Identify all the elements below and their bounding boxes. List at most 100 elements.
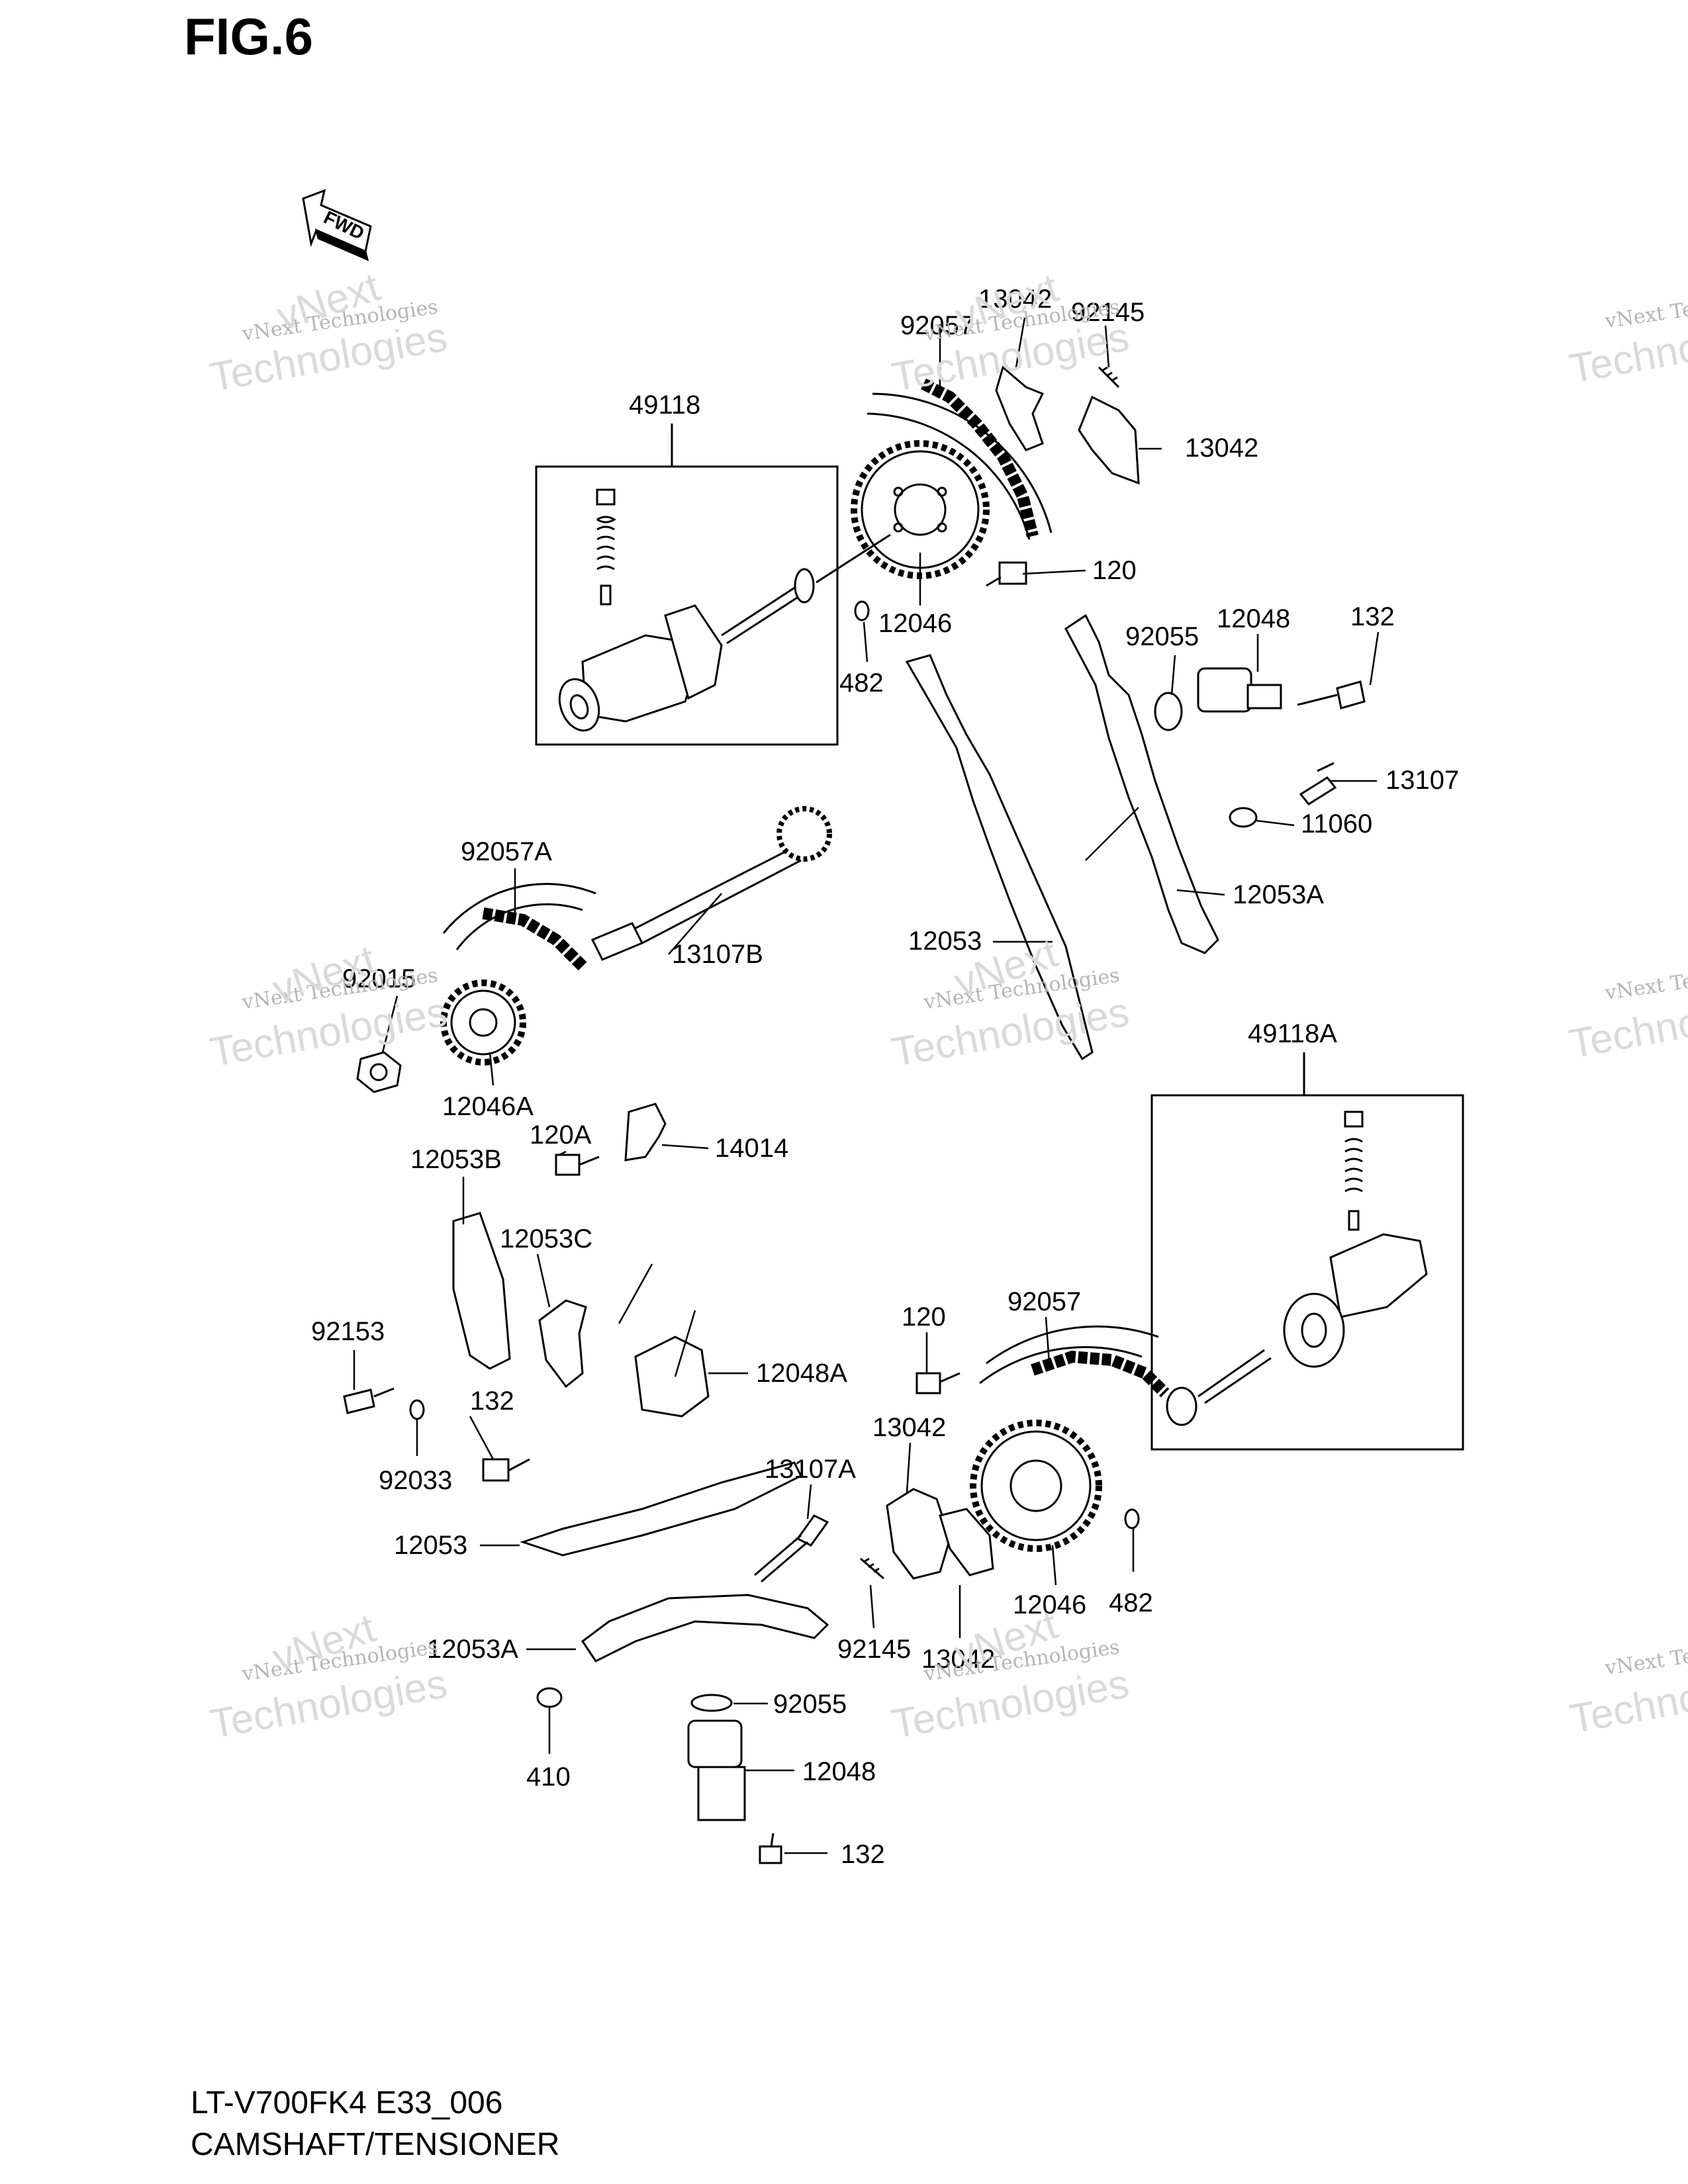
callout-12048-low: 12048 xyxy=(802,1757,876,1786)
model-code: LT-V700FK4 E33_006 xyxy=(191,2085,503,2120)
tensioner-adjuster-12048-low xyxy=(687,1719,746,1821)
cam-chain-92057A xyxy=(442,883,596,950)
cam-chain-92057-low xyxy=(979,1325,1159,1385)
callout-92055-low: 92055 xyxy=(773,1690,847,1719)
callout-92055-top: 92055 xyxy=(1125,622,1199,651)
callout-12048A: 12048A xyxy=(756,1359,847,1388)
callout-12046-top: 12046 xyxy=(878,609,952,638)
oring-92055-low xyxy=(690,1694,733,1712)
callout-13042-low: 13042 xyxy=(872,1413,946,1442)
spring-92145-low xyxy=(860,1557,884,1580)
callout-120-low: 120 xyxy=(902,1302,946,1332)
callout-92015: 92015 xyxy=(342,964,416,993)
watermark-7: vNext Technologies Technologies vNext xyxy=(207,1606,450,1748)
washer-482-low xyxy=(1124,1508,1140,1529)
cam-weight-low xyxy=(886,1488,951,1580)
callout-92153: 92153 xyxy=(311,1317,385,1346)
callout-410: 410 xyxy=(526,1762,571,1792)
watermarks: vNext Technologies Technologies vNext vN… xyxy=(207,264,1688,1748)
cam-weight-top xyxy=(995,365,1045,451)
callout-13042-low2: 13042 xyxy=(921,1645,995,1674)
bolt-120-low xyxy=(915,1372,961,1394)
bolt-132-low xyxy=(759,1833,782,1864)
chain-guide-12053-top xyxy=(905,654,1094,1061)
watermark-9: vNext Technologies Technologies xyxy=(1566,1629,1688,1742)
washer-11060 xyxy=(1229,807,1258,828)
callout-13107: 13107 xyxy=(1385,766,1459,795)
ring-92033 xyxy=(409,1399,425,1420)
watermark-4: vNext Technologies Technologies vNext xyxy=(207,937,450,1076)
bolt-132-mid xyxy=(482,1458,530,1482)
callout-12053-top: 12053 xyxy=(908,927,982,956)
chain-tensioner-12053A-low xyxy=(581,1594,829,1662)
watermark-3: vNext Technologies Technologies xyxy=(1566,283,1688,392)
camshaft-assembly-rear xyxy=(1150,1052,1464,1451)
pin-13107 xyxy=(1299,762,1337,805)
callout-12048-top: 12048 xyxy=(1217,604,1290,633)
leader-lines xyxy=(353,317,1380,1854)
callout-14014: 14014 xyxy=(715,1134,788,1163)
pin-13107A xyxy=(754,1514,829,1583)
watermark-1: vNext Technologies Technologies vNext xyxy=(207,264,450,401)
section-name: CAMSHAFT/TENSIONER xyxy=(191,2127,560,2162)
callout-92033: 92033 xyxy=(379,1466,452,1495)
figure-title: FIG.6 xyxy=(184,7,314,66)
cam-weight-right xyxy=(1078,395,1140,485)
callout-13042-top: 13042 xyxy=(978,285,1052,314)
watermark-2: vNext Technologies Technologies vNext xyxy=(888,265,1132,400)
callout-482-low: 482 xyxy=(1109,1588,1153,1617)
callout-92145-top: 92145 xyxy=(1071,298,1145,327)
watermark-line1: vNext Technologies xyxy=(1603,954,1688,1005)
callout-12053C: 12053C xyxy=(500,1224,592,1253)
callout-12053-mid: 12053 xyxy=(394,1531,467,1560)
nut-92015 xyxy=(356,1051,402,1093)
washer-482-top xyxy=(854,600,870,621)
callout-92057-low: 92057 xyxy=(1008,1287,1081,1316)
fwd-arrow-icon: FWD xyxy=(302,189,372,261)
bolt-120A xyxy=(555,1154,600,1176)
callout-12053A-top: 12053A xyxy=(1233,880,1324,909)
cam-weight-low-2 xyxy=(939,1508,994,1576)
callout-120A: 120A xyxy=(530,1120,592,1150)
callout-11060: 11060 xyxy=(1301,809,1372,839)
callout-12053A-low: 12053A xyxy=(427,1635,518,1664)
callout-49118A: 49118A xyxy=(1248,1019,1337,1048)
idler-gear-12046A xyxy=(440,979,526,1066)
callout-132-mid: 132 xyxy=(470,1387,514,1416)
plate-14014 xyxy=(624,1103,667,1161)
chain-tensioner-12053A-top xyxy=(1064,614,1219,954)
watermark-8: vNext Technologies Technologies vNext xyxy=(888,1602,1132,1748)
callout-92145-low: 92145 xyxy=(837,1635,911,1664)
callout-92057-top: 92057 xyxy=(900,311,974,340)
callout-132-top: 132 xyxy=(1350,602,1395,631)
callout-12053B: 12053B xyxy=(410,1145,502,1174)
tensioner-adjuster-12048-top xyxy=(1154,667,1282,731)
watermark-line1: vNext Technologies xyxy=(1603,283,1688,333)
callout-12046-low: 12046 xyxy=(1013,1590,1086,1619)
idler-shaft-13107B xyxy=(590,806,832,961)
watermark-line1: vNext Technologies xyxy=(1603,1629,1688,1680)
bolt-120-top xyxy=(986,561,1027,587)
cam-sprocket-top xyxy=(816,440,990,584)
cam-chain-top xyxy=(867,378,1053,540)
callout-13107B: 13107B xyxy=(672,940,763,969)
guide-12053B xyxy=(452,1212,511,1370)
callout-92057A: 92057A xyxy=(461,837,552,866)
camshaft-assembly-front xyxy=(535,424,839,746)
washer-410 xyxy=(536,1687,563,1708)
chain-guide-12053-mid xyxy=(520,1461,803,1557)
callout-13042-right: 13042 xyxy=(1185,433,1258,463)
watermark-6: vNext Technologies Technologies xyxy=(1566,954,1688,1067)
guide-12053C xyxy=(538,1299,587,1388)
callout-132-low: 132 xyxy=(841,1840,885,1869)
callout-482-top: 482 xyxy=(839,668,884,698)
bolt-92153 xyxy=(343,1387,395,1414)
cam-sprocket-low xyxy=(970,1420,1102,1552)
spring-92145-top xyxy=(1098,366,1120,388)
callout-13107A: 13107A xyxy=(765,1455,856,1484)
callout-12046A: 12046A xyxy=(442,1092,534,1121)
callout-120-top: 120 xyxy=(1092,556,1137,585)
callout-49118: 49118 xyxy=(629,390,700,420)
callout-labels: 49118 92057 13042 92145 13042 120 12046 … xyxy=(311,285,1459,1869)
